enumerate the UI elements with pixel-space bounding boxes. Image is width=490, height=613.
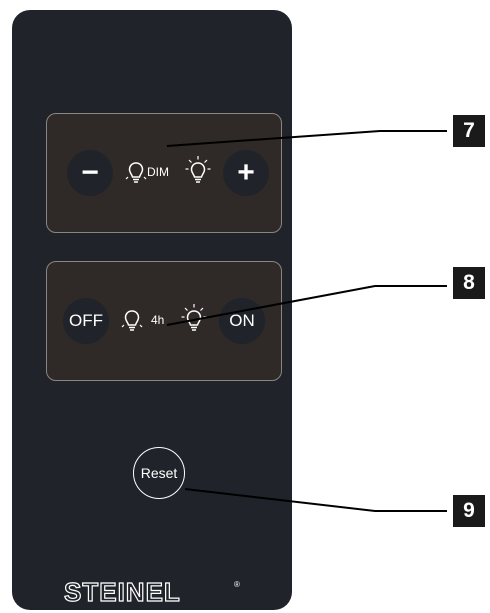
registered-mark: ®	[234, 580, 240, 589]
on-button[interactable]: ON	[219, 298, 265, 344]
leader-line-7	[166, 130, 447, 147]
bulb-off-icon	[121, 310, 143, 331]
leader-line-9	[184, 488, 447, 512]
leader-line-8	[166, 285, 447, 326]
reset-button[interactable]: Reset	[133, 447, 185, 499]
timer-label: 4h	[151, 313, 165, 327]
bulb-on-icon	[185, 156, 211, 183]
callout-9: 9	[453, 495, 485, 527]
dim-label: DIM	[147, 165, 169, 179]
dim-minus-button[interactable]: −	[67, 150, 113, 196]
dim-button-panel: − DIM +	[46, 113, 282, 233]
off-button[interactable]: OFF	[63, 298, 109, 344]
dim-plus-button[interactable]: +	[223, 150, 269, 196]
timer-button-panel: OFF 4h ON	[46, 261, 282, 381]
callout-8: 8	[453, 267, 485, 299]
callout-7: 7	[453, 115, 485, 147]
bulb-on-icon	[181, 304, 207, 331]
logo-text: STEINEL	[64, 577, 181, 606]
bulb-off-icon	[125, 162, 147, 183]
steinel-logo: STEINEL	[63, 576, 181, 606]
